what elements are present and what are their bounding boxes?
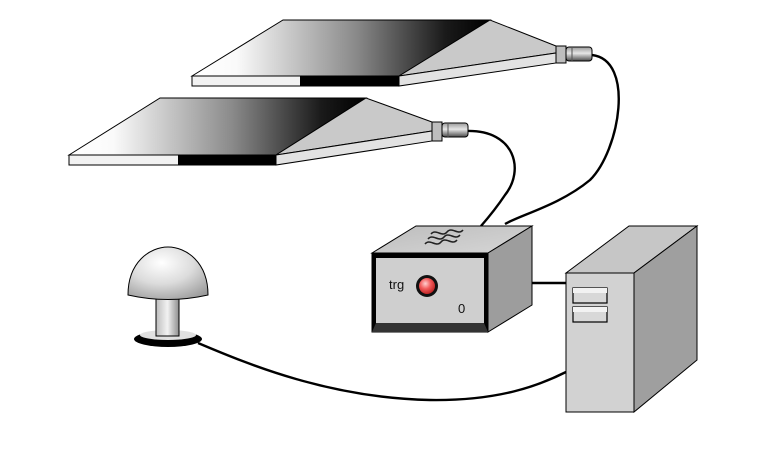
upper-pmt-connector-icon [565, 46, 593, 62]
cable-button-to-computer [197, 341, 567, 402]
computer-tower-icon [564, 225, 699, 414]
logo-icon [424, 229, 464, 245]
lower-pmt-connector-icon [441, 122, 469, 138]
push-button-icon [127, 246, 209, 347]
upper-detector-panel-icon [190, 19, 567, 87]
led-indicator-icon [416, 275, 438, 297]
trigger-label: trg [389, 277, 404, 292]
trigger-box-icon: trg 0 [370, 225, 534, 333]
cable-upper-pmt-to-trigger [504, 53, 620, 226]
lower-detector-panel-icon [67, 97, 443, 166]
trigger-counter: 0 [458, 301, 465, 316]
drive-bay-icon [572, 287, 608, 323]
cable-lower-pmt-to-trigger [466, 129, 516, 227]
